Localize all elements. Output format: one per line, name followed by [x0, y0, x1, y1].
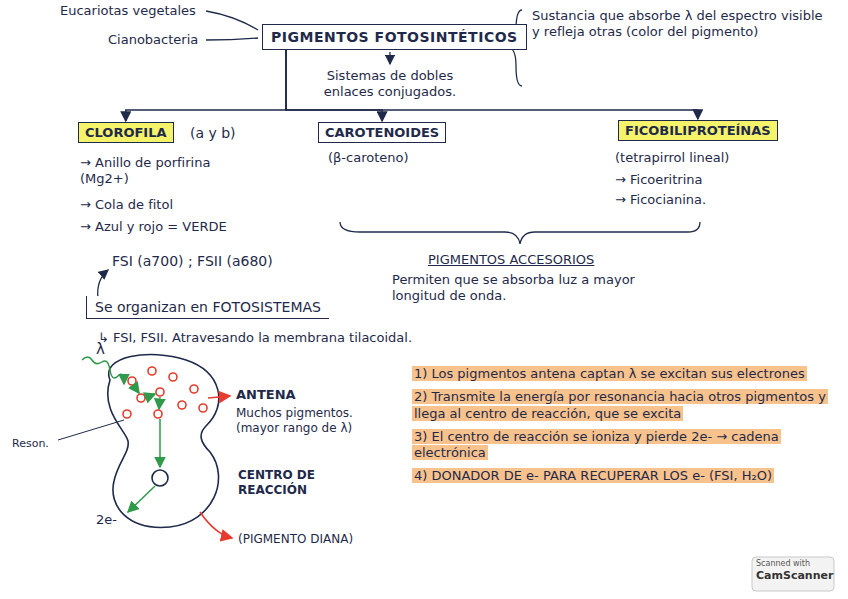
leader-line [206, 38, 258, 40]
branch-arrow [286, 50, 698, 119]
highlight: 4) DONADOR DE e- PARA RECUPERAR LOS e- (… [412, 468, 774, 483]
arrow [200, 512, 232, 538]
brace [340, 222, 700, 244]
arrow [389, 52, 390, 64]
step-text: 1) Los pigmentos antena captan λ se exci… [412, 366, 832, 382]
light-arrow [82, 357, 124, 384]
arrow [98, 270, 108, 298]
box-text: CAROTENOIDES [325, 125, 439, 140]
step-text: 3) El centro de reacción se ioniza y pie… [412, 429, 832, 462]
note-text: Eucariotas vegetales [60, 3, 196, 19]
note-text: Permiten que se absorba luz a mayor long… [392, 272, 692, 305]
note-text: PIGMENTOS ACCESORIOS [428, 252, 594, 268]
leader-lines [98, 10, 700, 298]
box-text: FICOBILIPROTEÍNAS [625, 123, 771, 138]
pigment-box: Se organizan en FOTOSISTEMAS [86, 296, 329, 319]
step-text: 4) DONADOR DE e- PARA RECUPERAR LOS e- (… [412, 468, 832, 484]
note-text: 2e- [96, 512, 117, 528]
note-text: (β-caroteno) [328, 150, 409, 166]
note-text: Sistemas de dobles enlaces conjugados. [305, 68, 475, 101]
box-text: CLOROFILA [85, 125, 167, 140]
note-text: ANTENA [236, 387, 296, 403]
leader-line [206, 11, 258, 30]
note-text: Reson. [12, 437, 49, 451]
highlight: 1) Los pigmentos antena captan λ se exci… [412, 366, 807, 381]
note-text: (tetrapirrol lineal) [615, 150, 729, 166]
photosystem-figure [58, 354, 232, 538]
pigment-box: CLOROFILA [78, 122, 174, 143]
note-text: CENTRO DE REACCIÓN [238, 468, 348, 498]
antenna-pigments [123, 367, 207, 418]
note-text: λ [96, 340, 105, 359]
pigment-box: PIGMENTOS FOTOSINTÉTICOS [262, 24, 527, 50]
leader-line [58, 420, 124, 440]
note-text: Cianobacteria [108, 32, 198, 48]
note-text: ↳ FSI, FSII. Atravesando la membrana til… [98, 330, 518, 346]
step-list: 1) Los pigmentos antena captan λ se exci… [412, 366, 832, 492]
pigment-box: CAROTENOIDES [318, 122, 446, 143]
arrow [208, 396, 230, 398]
reaction-center [152, 470, 168, 486]
step-text: 2) Transmite la energía por resonancia h… [412, 389, 832, 422]
highlight: 3) El centro de reacción se ioniza y pie… [412, 429, 781, 460]
resonance-arrows [128, 386, 160, 512]
watermark-box [752, 557, 834, 591]
note-text: → Ficocianina. [615, 192, 706, 208]
box-text: PIGMENTOS FOTOSINTÉTICOS [271, 29, 518, 45]
note-text: → Ficoeritrina [615, 172, 702, 188]
note-text: → Azul y rojo = VERDE [80, 219, 227, 235]
note-text: Sustancia que absorbe λ del espectro vis… [532, 8, 832, 41]
note-text: (PIGMENTO DIANA) [238, 532, 353, 547]
watermark: Scanned withCamScanner [756, 559, 832, 582]
watermark-text: CamScanner [756, 569, 832, 582]
pigment-box: FICOBILIPROTEÍNAS [618, 120, 778, 141]
note-text: (a y b) [190, 125, 236, 143]
note-text: → Anillo de porfirina (Mg2+) [80, 155, 230, 188]
branch-arrow [126, 50, 286, 121]
box-text: Se organizan en FOTOSISTEMAS [95, 299, 321, 315]
note-text: FSI (a700) ; FSII (a680) [112, 253, 273, 271]
watermark-text: Scanned with [756, 559, 832, 569]
note-text: Muchos pigmentos. (mayor rango de λ) [236, 406, 386, 436]
highlight: 2) Transmite la energía por resonancia h… [412, 389, 828, 420]
note-text: → Cola de fitol [80, 197, 173, 213]
